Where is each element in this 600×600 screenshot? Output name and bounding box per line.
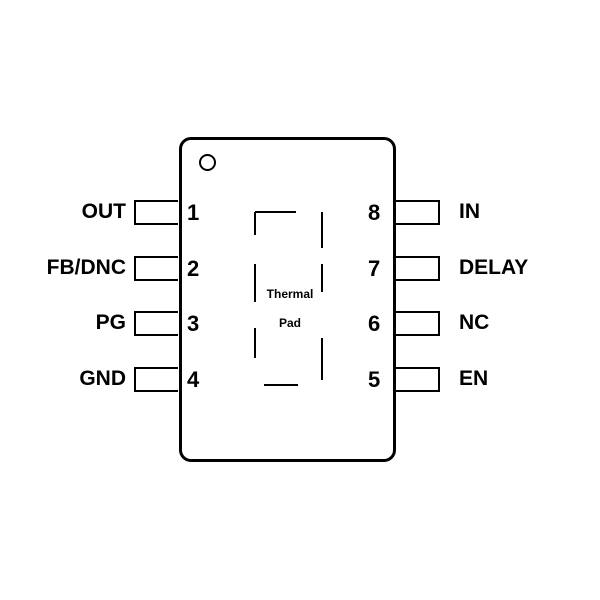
pin-7-lead — [396, 256, 440, 281]
pin-2-lead — [134, 256, 178, 281]
pin-5-number: 5 — [368, 367, 381, 392]
pin-3-name: PG — [95, 311, 126, 334]
ic-package-body — [179, 137, 396, 462]
pin-6-lead — [396, 311, 440, 336]
pin-5-name: EN — [459, 367, 489, 390]
pin-4-number: 4 — [187, 367, 200, 392]
pin-4-name: GND — [79, 367, 126, 390]
pin-5-lead — [396, 367, 440, 392]
pin1-indicator-dot — [199, 154, 216, 171]
pin-1-lead — [134, 200, 178, 225]
pin-3-lead — [134, 311, 178, 336]
pin-7-name: DELAY — [459, 256, 529, 279]
pin-8-name: IN — [459, 200, 480, 223]
pin-1-name: OUT — [81, 200, 126, 223]
thermal-pad-label-line1: Thermal — [266, 287, 314, 301]
pin-2-number: 2 — [187, 256, 200, 281]
pin-4-lead — [134, 367, 178, 392]
pin-6-number: 6 — [368, 311, 381, 336]
thermal-pad-outline — [254, 211, 323, 386]
thermal-pad-label-line2: Pad — [278, 316, 301, 330]
pin-2-name: FB/DNC — [46, 256, 126, 279]
pin-6-name: NC — [459, 311, 490, 334]
pin-1-number: 1 — [187, 200, 200, 225]
pin-7-number: 7 — [368, 256, 381, 281]
pin-8-lead — [396, 200, 440, 225]
pin-3-number: 3 — [187, 311, 200, 336]
pin-8-number: 8 — [368, 200, 381, 225]
